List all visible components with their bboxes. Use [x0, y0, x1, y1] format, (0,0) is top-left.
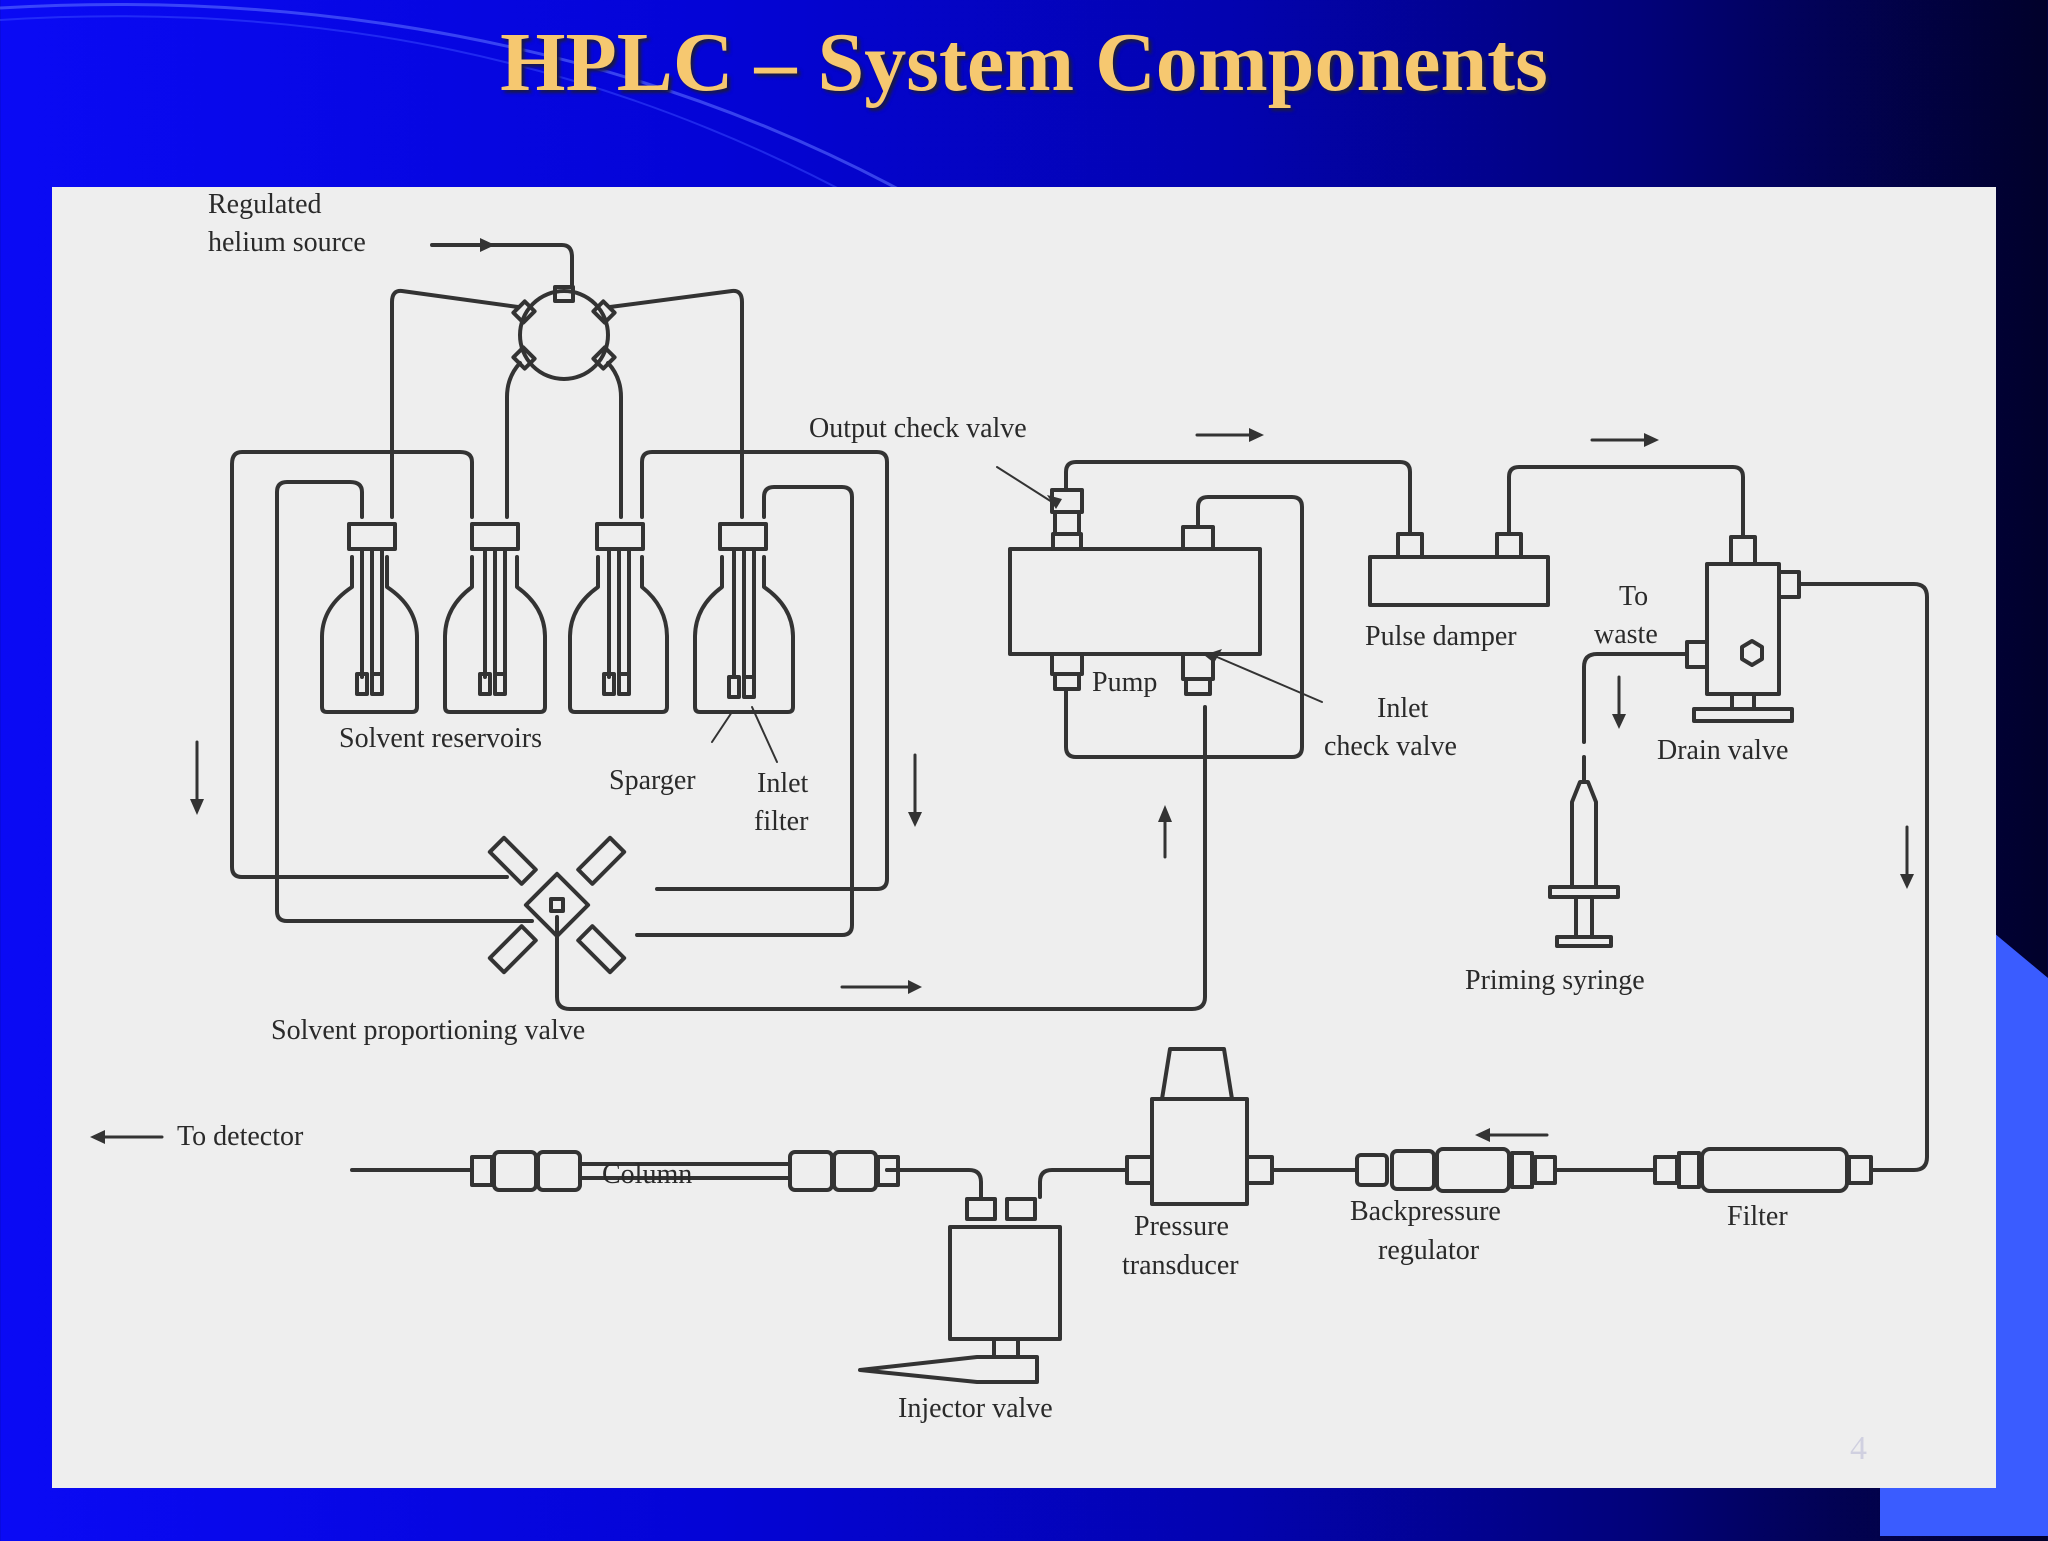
flow-arrows — [100, 243, 1909, 1139]
label-column: Column — [602, 1159, 692, 1190]
slide-title: HPLC – System Components — [500, 16, 1548, 109]
label-pressure-line2: transducer — [1122, 1250, 1239, 1281]
pulse-damper — [1368, 465, 1745, 607]
label-backpressure-line2: regulator — [1378, 1235, 1480, 1266]
label-pump: Pump — [1092, 667, 1157, 698]
pressure-transducer — [1038, 1047, 1274, 1206]
priming-syringe — [1548, 755, 1620, 948]
pump — [1008, 460, 1412, 759]
solvent-proportioning-valve — [487, 705, 1207, 1011]
label-helium-line2: helium source — [208, 227, 366, 258]
label-to-detector: To detector — [177, 1121, 304, 1152]
solvent-reservoirs — [230, 450, 889, 937]
label-priming-syringe: Priming syringe — [1465, 965, 1645, 996]
injector-valve — [858, 1168, 1062, 1384]
label-pulse-damper: Pulse damper — [1365, 621, 1517, 652]
page-number: 4 — [1850, 1430, 1867, 1467]
label-inlet-filter-line1: Inlet — [757, 768, 809, 799]
label-solvent-proportioning-valve: Solvent proportioning valve — [271, 1015, 585, 1046]
filter — [1600, 1147, 1894, 1193]
label-backpressure-line1: Backpressure — [1350, 1196, 1501, 1227]
label-pressure-line1: Pressure — [1134, 1211, 1229, 1242]
label-inlet-check-line2: check valve — [1324, 731, 1457, 762]
hplc-diagram: Regulated helium source Output check val… — [52, 187, 1996, 1488]
label-inlet-filter-line2: filter — [754, 806, 809, 837]
label-filter: Filter — [1727, 1201, 1788, 1232]
column — [350, 1150, 900, 1192]
label-to-waste-line1: To — [1619, 581, 1648, 612]
label-sparger: Sparger — [609, 765, 696, 796]
label-helium-line1: Regulated — [208, 189, 322, 220]
arrowheads — [90, 238, 1914, 1144]
label-solvent-reservoirs: Solvent reservoirs — [339, 723, 542, 754]
label-output-check-valve: Output check valve — [809, 413, 1027, 444]
label-injector-valve: Injector valve — [898, 1393, 1053, 1424]
backpressure-regulator — [1270, 1147, 1604, 1193]
label-to-waste-line2: waste — [1594, 619, 1658, 650]
drain-valve — [1582, 535, 1929, 1172]
label-inlet-check-line1: Inlet — [1377, 693, 1429, 724]
label-drain-valve: Drain valve — [1657, 735, 1788, 766]
title-swoosh-decoration — [0, 2, 901, 200]
helium-manifold — [390, 243, 744, 519]
